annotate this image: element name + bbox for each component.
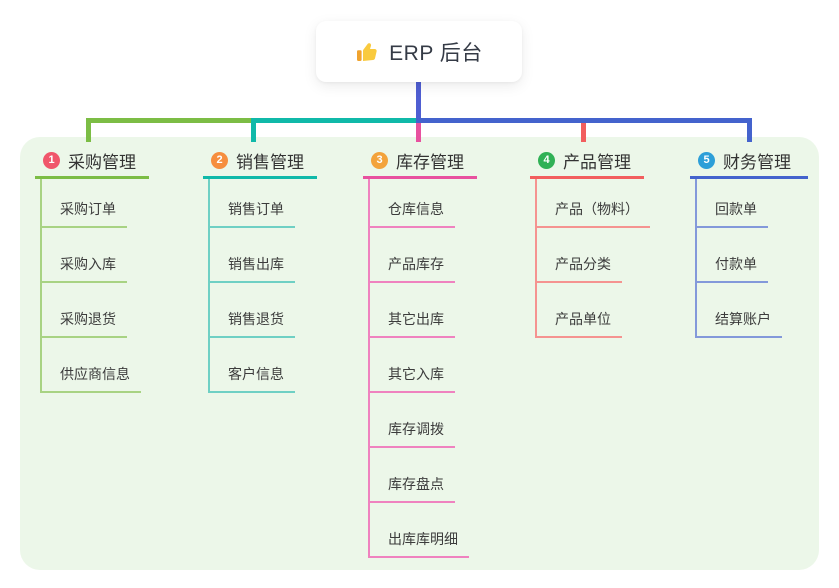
branch-node-3[interactable]: 3 库存管理 (363, 145, 477, 179)
child-node[interactable]: 库存调拨 (370, 393, 455, 448)
branch-column-4: 4 产品管理 产品（物料） 产品分类产品单位 (530, 145, 690, 338)
root-node-title: ERP 后台 (389, 41, 483, 65)
child-node-label: 采购退货 (60, 311, 116, 327)
child-node-label: 结算账户 (715, 311, 771, 327)
branch-children: 回款单付款单结算账户 (695, 179, 839, 338)
child-node[interactable]: 产品（物料） (537, 179, 650, 228)
child-node[interactable]: 仓库信息 (370, 179, 455, 228)
branch-node-1[interactable]: 1 采购管理 (35, 145, 149, 179)
branch-number-badge: 2 (211, 152, 228, 169)
child-node-label: 产品单位 (555, 311, 611, 327)
drop-line-branch2 (251, 118, 256, 142)
branch-number-badge: 3 (371, 152, 388, 169)
child-node[interactable]: 销售退货 (210, 283, 295, 338)
branch-children: 产品（物料） 产品分类产品单位 (535, 179, 690, 338)
branch-label: 产品管理 (563, 153, 631, 172)
child-node-label: 客户信息 (228, 366, 284, 382)
drop-line-branch1 (86, 118, 91, 142)
child-node-label: 其它入库 (388, 366, 444, 382)
branch-children: 销售订单销售出库销售退货客户信息 (208, 179, 363, 393)
child-node-label: 销售订单 (228, 201, 284, 217)
child-node[interactable]: 产品库存 (370, 228, 455, 283)
child-node-label: 其它出库 (388, 311, 444, 327)
child-node[interactable]: 产品单位 (537, 283, 622, 338)
child-node[interactable]: 采购入库 (42, 228, 127, 283)
branch-label: 销售管理 (236, 153, 304, 172)
child-node-label: 供应商信息 (60, 366, 130, 382)
child-node[interactable]: 出库库明细 (370, 503, 469, 558)
branch-number-badge: 4 (538, 152, 555, 169)
branch-label: 财务管理 (723, 153, 791, 172)
elbow-line-branch2 (251, 118, 417, 123)
child-node-label: 采购入库 (60, 256, 116, 272)
elbow-line-branch5 (416, 118, 752, 123)
root-stem-line (416, 82, 421, 118)
child-node[interactable]: 其它出库 (370, 283, 455, 338)
branch-children: 采购订单采购入库采购退货供应商信息 (40, 179, 195, 393)
child-node-label: 采购订单 (60, 201, 116, 217)
child-node-label: 销售出库 (228, 256, 284, 272)
branch-node-2[interactable]: 2 销售管理 (203, 145, 317, 179)
child-node[interactable]: 采购退货 (42, 283, 127, 338)
branch-column-1: 1 采购管理 采购订单采购入库采购退货供应商信息 (35, 145, 195, 393)
child-node-label: 付款单 (715, 256, 757, 272)
branch-column-3: 3 库存管理 仓库信息产品库存其它出库其它入库库存调拨库存盘点出库库明细 (363, 145, 523, 558)
child-node[interactable]: 回款单 (697, 179, 768, 228)
branch-label: 采购管理 (68, 153, 136, 172)
branch-children: 仓库信息产品库存其它出库其它入库库存调拨库存盘点出库库明细 (368, 179, 523, 558)
child-node-label: 仓库信息 (388, 201, 444, 217)
branch-column-2: 2 销售管理 销售订单销售出库销售退货客户信息 (203, 145, 363, 393)
child-node[interactable]: 结算账户 (697, 283, 782, 338)
child-node[interactable]: 客户信息 (210, 338, 295, 393)
child-node-label: 库存调拨 (388, 421, 444, 437)
child-node[interactable]: 销售订单 (210, 179, 295, 228)
child-node-label: 产品库存 (388, 256, 444, 272)
drop-line-branch5 (747, 118, 752, 142)
child-node[interactable]: 供应商信息 (42, 338, 141, 393)
drop-line-branch3 (416, 123, 421, 142)
child-node[interactable]: 付款单 (697, 228, 768, 283)
child-node-label: 库存盘点 (388, 476, 444, 492)
branch-node-5[interactable]: 5 财务管理 (690, 145, 808, 179)
branch-node-4[interactable]: 4 产品管理 (530, 145, 644, 179)
child-node[interactable]: 销售出库 (210, 228, 295, 283)
child-node-label: 回款单 (715, 201, 757, 217)
branches-panel (20, 137, 819, 570)
branch-label: 库存管理 (396, 153, 464, 172)
child-node-label: 产品（物料） (555, 201, 639, 217)
child-node-label: 销售退货 (228, 311, 284, 327)
branch-column-5: 5 财务管理 回款单付款单结算账户 (690, 145, 839, 338)
branch-number-badge: 5 (698, 152, 715, 169)
child-node-label: 产品分类 (555, 256, 611, 272)
child-node-label: 出库库明细 (388, 531, 458, 547)
root-node-erp[interactable]: ERP 后台 (316, 21, 522, 82)
child-node[interactable]: 采购订单 (42, 179, 127, 228)
drop-line-branch4 (581, 123, 586, 142)
branch-number-badge: 1 (43, 152, 60, 169)
child-node[interactable]: 库存盘点 (370, 448, 455, 503)
child-node[interactable]: 其它入库 (370, 338, 455, 393)
child-node[interactable]: 产品分类 (537, 228, 622, 283)
thumbs-up-icon (355, 40, 379, 64)
